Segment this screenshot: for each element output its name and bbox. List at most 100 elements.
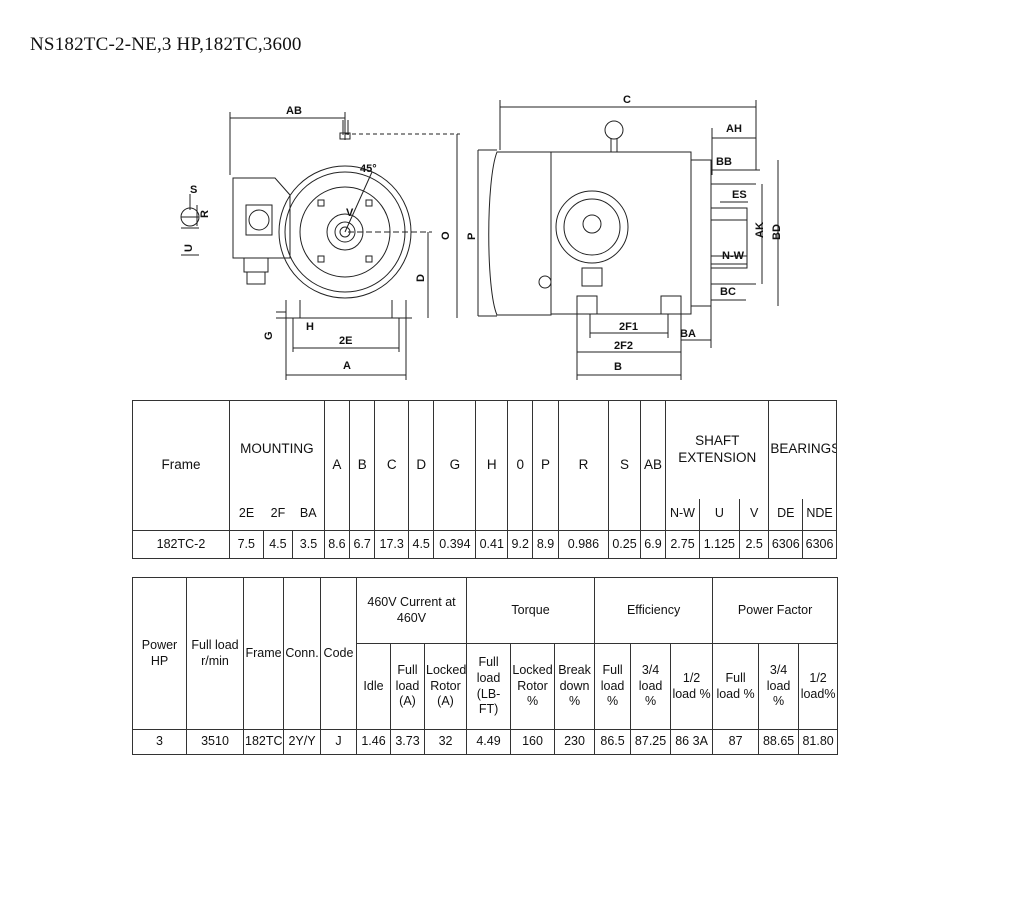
subheader-BA: BA — [292, 498, 325, 531]
label-D: D — [415, 274, 427, 282]
label-O: O — [440, 231, 452, 240]
subheader-pf-1-2: 1/2 load% — [798, 643, 839, 730]
header-A: A — [323, 400, 351, 531]
side-view: C AH P BB ES N-W — [466, 94, 783, 380]
subheader-NDE: NDE — [802, 498, 837, 531]
header-H: H — [475, 400, 509, 531]
subheader-2E: 2E — [228, 498, 264, 531]
cell-U: 1.125 — [698, 530, 740, 559]
header-shaft-extension: SHAFT EXTENSION — [665, 400, 770, 499]
subheader-U: U — [698, 498, 740, 531]
label-R: R — [199, 210, 211, 218]
cell-S: 0.25 — [608, 530, 641, 559]
cell-idle: 1.46 — [356, 729, 391, 755]
header-AB: AB — [639, 400, 667, 531]
label-ES: ES — [732, 189, 747, 201]
label-V: V — [346, 207, 354, 219]
cell-NW: 2.75 — [665, 530, 700, 559]
cell-conn: 2Y/Y — [283, 729, 321, 755]
cell-eff-full: 86.5 — [594, 729, 632, 755]
cell-full-load-a: 3.73 — [390, 729, 425, 755]
header-torque: Torque — [466, 577, 596, 644]
cell-2E: 7.5 — [228, 530, 264, 559]
header-0: 0 — [507, 400, 534, 531]
cell-frame: 182TC-2 — [132, 530, 230, 559]
label-AB: AB — [286, 105, 302, 117]
subheader-NW: N-W — [665, 498, 700, 531]
cell-H: 0.41 — [475, 530, 509, 559]
subheader-breakdown-pct: Break down % — [554, 643, 596, 730]
header-S: S — [608, 400, 641, 531]
header-P: P — [532, 400, 559, 531]
header-frame: Frame — [132, 400, 230, 531]
label-P: P — [466, 233, 478, 240]
cell-BA: 3.5 — [292, 530, 325, 559]
cell-AB: 6.9 — [639, 530, 667, 559]
cell-V: 2.5 — [738, 530, 770, 559]
cell-B: 6.7 — [349, 530, 376, 559]
cell-eff-1-2: 86 3A — [670, 729, 714, 755]
header-conn: Conn. — [283, 577, 321, 730]
subheader-full-load-lbft: Full load (LB-FT) — [466, 643, 512, 730]
table-row: 182TC-2 7.5 4.5 3.5 8.6 6.7 17.3 4.5 0.3… — [132, 530, 837, 559]
subheader-eff-full: Full load % — [594, 643, 632, 730]
table-row: 3 3510 182TC 2Y/Y J 1.46 3.73 32 4.49 16… — [132, 729, 839, 755]
label-angle: 45° — [360, 163, 377, 175]
label-G: G — [263, 331, 275, 340]
cell-A: 8.6 — [323, 530, 351, 559]
label-H: H — [306, 321, 314, 333]
cell-0: 9.2 — [507, 530, 534, 559]
label-BD: BD — [771, 224, 783, 240]
subheader-eff-1-2: 1/2 load % — [670, 643, 714, 730]
label-AK: AK — [754, 222, 766, 238]
cell-D: 4.5 — [408, 530, 435, 559]
header-efficiency: Efficiency — [594, 577, 714, 644]
subheader-V: V — [738, 498, 770, 531]
cell-torque-full: 4.49 — [466, 729, 512, 755]
label-AH: AH — [726, 123, 742, 135]
header-bearings: BEARINGS — [768, 400, 837, 499]
motor-dimension-drawing: AB O D 45° V G — [180, 94, 783, 380]
label-S: S — [190, 184, 197, 196]
cell-DE: 6306 — [768, 530, 804, 559]
label-U: U — [183, 244, 195, 252]
cell-power: 3 — [132, 729, 187, 755]
header-D: D — [408, 400, 435, 531]
header-C: C — [374, 400, 410, 531]
header-current: 460V Current at 460V — [355, 577, 468, 644]
performance-table: Power HP Full load r/min Frame Conn. Cod… — [132, 577, 839, 755]
cell-locked-rotor-a: 32 — [423, 729, 468, 755]
cell-pf-3-4: 88.65 — [758, 729, 800, 755]
subheader-pf-3-4: 3/4 load % — [758, 643, 800, 730]
cell-G: 0.394 — [433, 530, 477, 559]
cell-pf-1-2: 81.80 — [798, 729, 839, 755]
cell-code: J — [320, 729, 357, 755]
cell-2F: 4.5 — [262, 530, 294, 559]
label-2F2: 2F2 — [614, 340, 633, 352]
cell-NDE: 6306 — [802, 530, 837, 559]
subheader-locked-rotor-pct: Locked Rotor % — [510, 643, 556, 730]
subheader-locked-rotor-a: Locked Rotor (A) — [423, 643, 468, 730]
cell-pf-full: 87 — [712, 729, 760, 755]
header-mounting: MOUNTING — [228, 400, 325, 499]
subheader-DE: DE — [768, 498, 804, 531]
subheader-idle: Idle — [356, 643, 391, 730]
header-full-load-rpm: Full load r/min — [186, 577, 244, 730]
page-title: NS182TC-2-NE,3 HP,182TC,3600 — [30, 34, 302, 55]
cell-frame: 182TC — [243, 729, 284, 755]
label-BA: BA — [680, 328, 696, 340]
header-G: G — [433, 400, 477, 531]
cell-C: 17.3 — [374, 530, 410, 559]
header-code: Code — [320, 577, 357, 730]
subheader-eff-3-4: 3/4 load % — [630, 643, 672, 730]
header-power-hp: Power HP — [132, 577, 187, 730]
label-2E: 2E — [339, 335, 352, 347]
front-view: AB O D 45° V G — [180, 105, 460, 380]
cell-torque-locked: 160 — [510, 729, 556, 755]
cell-torque-breakdown: 230 — [554, 729, 596, 755]
label-C: C — [623, 94, 631, 106]
cell-speed: 3510 — [186, 729, 244, 755]
header-frame: Frame — [243, 577, 284, 730]
label-NW: N-W — [722, 250, 745, 262]
label-BC: BC — [720, 286, 736, 298]
